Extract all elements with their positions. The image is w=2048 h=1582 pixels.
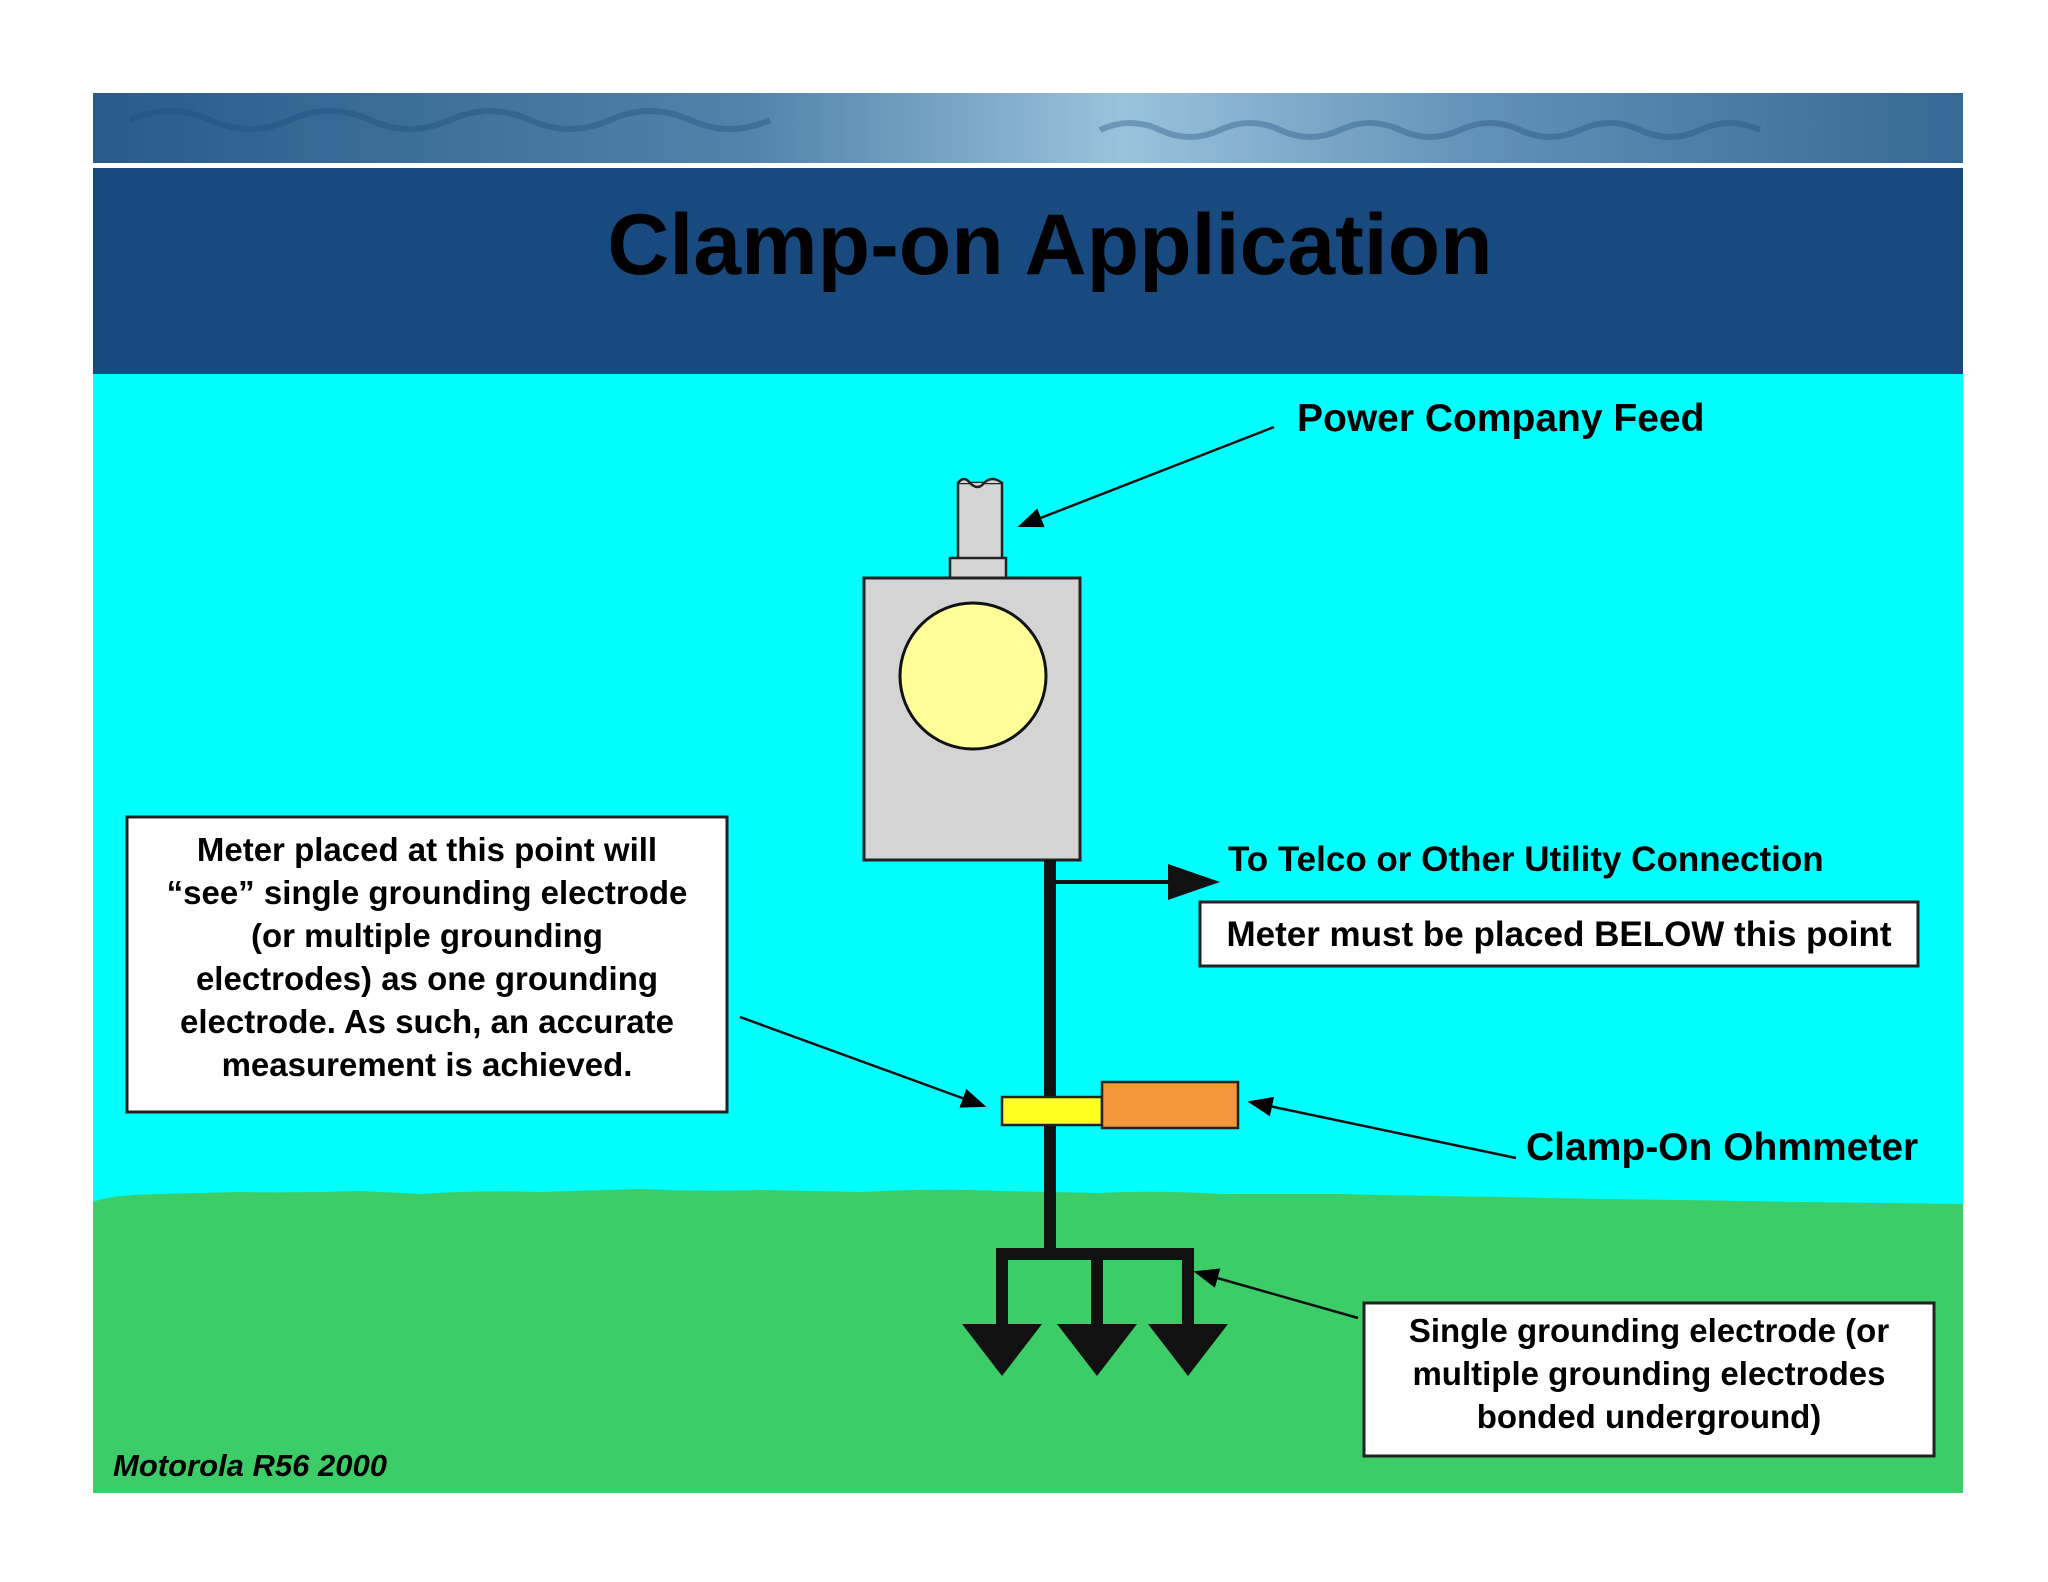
ground-conductor xyxy=(1044,860,1056,1252)
meter-box xyxy=(862,576,1082,862)
meter-dial xyxy=(898,601,1048,751)
electrode-note-box xyxy=(1362,1301,1936,1458)
meter-note-line: electrodes) as one grounding xyxy=(196,960,658,997)
grounding-electrodes xyxy=(962,1248,1228,1376)
header-banner xyxy=(93,93,1963,163)
electrode-note-line: bonded underground) xyxy=(1477,1398,1822,1435)
clamp-jaw xyxy=(1000,1095,1104,1127)
ohmmeter-pointer xyxy=(1247,1096,1517,1160)
meter-note-text: Meter placed at this point will “see” si… xyxy=(167,831,688,1083)
meter-note-box xyxy=(125,815,729,1114)
clamp-body xyxy=(1100,1080,1240,1130)
title-bar xyxy=(93,168,1963,374)
meter-note-line: electrode. As such, an accurate xyxy=(180,1003,674,1040)
electrode-note-line: multiple grounding electrodes xyxy=(1412,1355,1885,1392)
clamp-on-ohmmeter xyxy=(1000,1080,1240,1130)
electrode-note-pointer xyxy=(1193,1268,1359,1320)
meter-note-line: measurement is achieved. xyxy=(222,1046,633,1083)
slide-title: Clamp-on Application xyxy=(607,197,1492,293)
electrode-note-text: Single grounding electrode (or multiple … xyxy=(1409,1312,1890,1435)
ohmmeter-label: Clamp-On Ohmmeter xyxy=(1526,1126,1918,1169)
telco-arrowhead xyxy=(1168,864,1220,900)
below-point-box xyxy=(1198,900,1920,968)
electrode-note-line: Single grounding electrode (or xyxy=(1409,1312,1890,1349)
telco-label: To Telco or Other Utility Connection xyxy=(1228,840,1824,879)
telco-tap-line xyxy=(1050,880,1170,884)
meter-note-line: “see” single grounding electrode xyxy=(167,874,688,911)
footer-credit: Motorola R56 2000 xyxy=(113,1448,387,1483)
below-point-label: Meter must be placed BELOW this point xyxy=(1226,915,1891,954)
meter-note-line: (or multiple grounding xyxy=(251,917,603,954)
power-feed-label: Power Company Feed xyxy=(1297,397,1704,440)
meter-note-pointer xyxy=(739,1015,987,1108)
power-feed-conduit xyxy=(948,477,1008,580)
meter-note-line: Meter placed at this point will xyxy=(197,831,657,868)
power-feed-pointer xyxy=(1017,425,1275,528)
